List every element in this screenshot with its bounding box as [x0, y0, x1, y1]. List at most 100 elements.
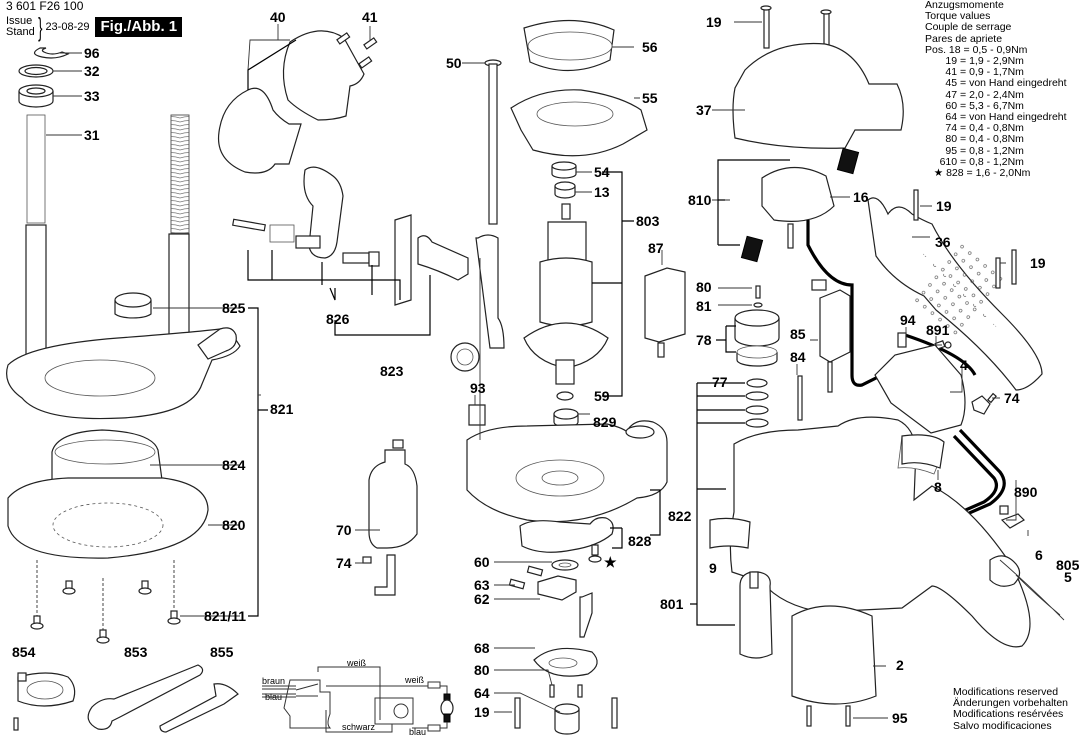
issue-block: Issue Stand } 23-08-29 Fig./Abb. 1 [6, 12, 183, 42]
position-label: 823 [380, 363, 404, 379]
position-label: 78 [696, 332, 712, 348]
position-label: 85 [790, 326, 806, 342]
part-822-gear-housing [466, 420, 668, 523]
part-96-retaining-ring [33, 47, 70, 59]
position-label: 74 [336, 555, 352, 571]
position-label: 824 [222, 457, 246, 473]
leaders-8-890 [937, 470, 1029, 536]
torque-entry: 45 = von Hand eingedreht [925, 77, 1067, 90]
leaders-misc [474, 250, 663, 415]
part-95-screws [806, 705, 851, 727]
part-5-6-cable-grommet [989, 555, 1065, 621]
brace-icon: } [37, 12, 43, 42]
position-label: 59 [594, 388, 610, 404]
wire-label-brown: braun [262, 676, 285, 686]
part-828-spindle-lock [519, 517, 614, 563]
cable-black-1 [806, 220, 883, 387]
position-label: 803 [636, 213, 660, 229]
issue-stand-words: Issue Stand [6, 16, 35, 38]
position-label: 40 [270, 9, 286, 25]
position-label: 80 [474, 662, 490, 678]
position-label: 6 [1035, 547, 1043, 563]
part-56-ring-cover [523, 19, 615, 72]
part-810-brush-holder [740, 147, 860, 263]
part-62-slide [537, 575, 577, 601]
position-label: 87 [648, 240, 664, 256]
torque-title-de: Anzugsmomente [925, 0, 1004, 11]
position-label: 74 [1004, 390, 1020, 406]
leaders-54-13 [575, 171, 592, 193]
position-label: 9 [709, 560, 717, 576]
position-label: 77 [712, 374, 728, 390]
spring-right [170, 114, 190, 234]
part-50-rod [484, 59, 502, 225]
position-label: 62 [474, 591, 490, 607]
torque-entry: 47 = 2,0 - 2,4Nm [925, 88, 1024, 101]
position-label: 854 [12, 644, 36, 660]
part-85-electronics [811, 279, 851, 393]
torque-title-fr: Couple de serrage [925, 21, 1012, 34]
part-74-screw-left [362, 556, 372, 564]
position-label: 31 [84, 127, 100, 143]
position-label: 19 [1030, 255, 1046, 271]
position-label: 41 [362, 9, 378, 25]
position-label: 855 [210, 644, 234, 660]
part-55-brush-holder-ring [510, 89, 648, 157]
position-label: 60 [474, 554, 490, 570]
torque-entry: 41 = 0,9 - 1,7Nm [925, 66, 1024, 79]
leaders-70-74 [355, 529, 380, 564]
leaders-2-95 [853, 665, 888, 719]
position-label: 94 [900, 312, 916, 328]
torque-entry: 60 = 5,3 - 6,7Nm [925, 99, 1024, 112]
part-70-cover [368, 439, 418, 596]
part-80-screws-bottom [549, 684, 583, 698]
leaders-85-84 [796, 339, 818, 375]
part-8-label [901, 434, 945, 469]
part-855-spindle-tool [159, 683, 239, 733]
part-63-springs [508, 565, 544, 590]
torque-entry: 610 = 0,8 - 1,2Nm [925, 155, 1024, 168]
position-label: 828 [628, 533, 652, 549]
torque-entry: 74 = 0,4 - 0,8Nm [925, 122, 1024, 135]
part-60-nut [551, 559, 579, 571]
figure-label: Fig./Abb. 1 [95, 17, 183, 37]
position-label: 37 [696, 102, 712, 118]
part-19-screws-bottom [514, 697, 618, 729]
issue-date: 23-08-29 [45, 20, 90, 33]
part-19-screws-top [760, 5, 832, 49]
cable-black-2 [904, 333, 977, 376]
position-label: 891 [926, 322, 950, 338]
position-label: 821/11 [204, 608, 246, 624]
position-label: 55 [642, 90, 658, 106]
part-2-field [791, 605, 877, 705]
part-77-washers [745, 378, 769, 428]
part-890-clamp [999, 505, 1025, 529]
wiring-schematic: braun blau weiß weiß schwarz blau [262, 658, 454, 737]
position-label: 801 [660, 596, 684, 612]
bracket-78 [716, 325, 736, 353]
part-68-plate [533, 592, 598, 677]
mod-note-en: Modifications reserved [953, 686, 1059, 698]
mod-note-es: Salvo modificaciones [953, 719, 1052, 732]
leaders-base [150, 307, 240, 617]
position-label: 68 [474, 640, 490, 656]
position-label: 64 [474, 685, 490, 701]
torque-entry: 80 = 0,4 - 0,8Nm [925, 133, 1024, 146]
part-41-screws [336, 32, 378, 69]
position-label: 50 [446, 55, 462, 71]
position-label: 54 [594, 164, 610, 180]
bracket-826 [247, 250, 401, 301]
modifications-note: Modifications reserved Änderungen vorbeh… [953, 686, 1068, 732]
torque-values-table: Anzugsmomente Torque values Couple de se… [925, 0, 1067, 179]
cable-main-2 [937, 434, 998, 524]
torque-title-en: Torque values [925, 10, 991, 23]
part-821-base-plate [6, 327, 241, 420]
wire-label-blue-out: blau [409, 727, 426, 737]
position-label: 820 [222, 517, 246, 533]
position-label: 84 [790, 349, 806, 365]
position-label: 63 [474, 577, 490, 593]
bracket-822-828 [610, 489, 661, 549]
wire-label-white-top: weiß [346, 658, 367, 668]
part-78-fan [734, 309, 780, 367]
